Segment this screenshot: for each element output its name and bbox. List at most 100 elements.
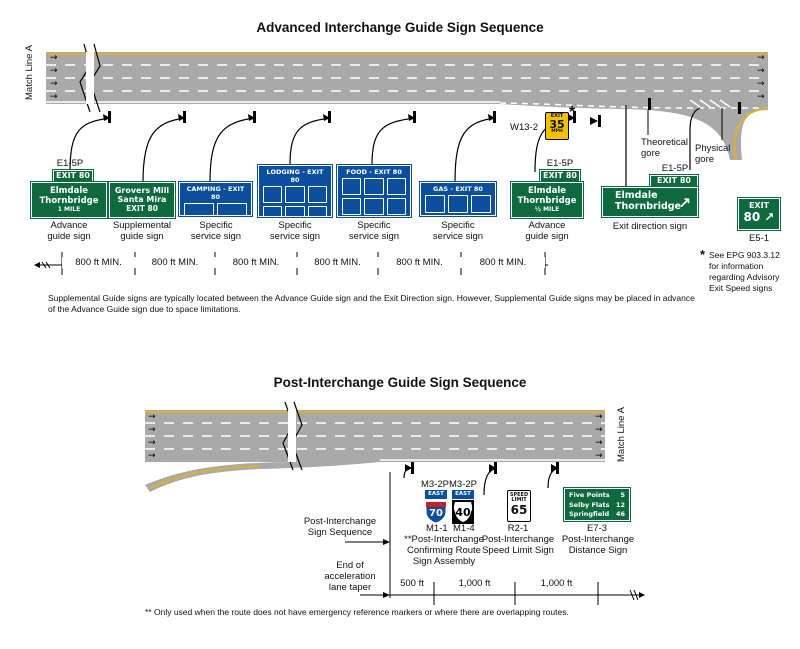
sign6-caption: Specific service sign	[420, 220, 496, 242]
distance-place: Springfield	[569, 510, 610, 518]
dim-label-2: 800 ft MIN.	[135, 257, 215, 268]
sign1-advance-guide: Elmdale Thornbridge 1 MILE	[30, 181, 108, 219]
svg-text:→: →	[757, 66, 765, 76]
physical-gore-label: Physical gore	[695, 143, 730, 165]
bottom-dim-2: 1,000 ft	[458, 578, 491, 589]
sign8-code: E1-5P	[661, 163, 689, 174]
sign1-caption-line2: guide sign	[47, 231, 91, 242]
w13-mph: MPH	[551, 129, 563, 134]
dim-label-5: 800 ft MIN.	[378, 257, 461, 268]
sign4-caption-line2: service sign	[269, 231, 321, 242]
dim-label-6: 800 ft MIN.	[461, 257, 545, 268]
star-note-line1: See EPG 903.3.12	[709, 250, 780, 260]
svg-text:→: →	[148, 412, 156, 422]
distance-miles: 5	[620, 491, 625, 499]
distance-caption: Post-Interchange Distance Sign	[550, 534, 646, 556]
physical-gore-line1: Physical	[695, 143, 731, 154]
distance-place: Selby Flats	[569, 500, 610, 509]
svg-text:→: →	[148, 425, 156, 435]
seq-label-line2: Sign Sequence	[307, 527, 373, 538]
confirm-caption-line2: Confirming Route	[407, 545, 481, 556]
logo-panel	[285, 186, 305, 203]
sign1-code: E1-5P	[56, 158, 84, 169]
us-route-number: 40	[455, 506, 471, 519]
svg-text:→: →	[595, 438, 603, 448]
diagonal-arrow-icon: ↗	[678, 194, 691, 212]
e73-code: E7-3	[586, 523, 608, 534]
sign7-line2: Thornbridge	[517, 196, 577, 206]
svg-text:→: →	[50, 66, 58, 76]
bottom-title: Post-Interchange Guide Sign Sequence	[273, 375, 527, 390]
bottom-dim-1: 500 ft	[400, 578, 424, 589]
sign2-line2: Santa Mira	[117, 195, 167, 204]
sign3-caption-line2: service sign	[190, 231, 242, 242]
taper-label: End of acceleration lane taper	[320, 560, 380, 593]
svg-text:→: →	[595, 451, 603, 461]
star-note-star: *	[700, 247, 706, 262]
theoretical-gore-line1: Theoretical	[641, 137, 688, 148]
distance-row: Five Points 5	[569, 491, 625, 501]
speed-value: 65	[510, 503, 528, 517]
speed-top: SPEED	[509, 492, 529, 498]
star-note-line4: Exit Speed signs	[709, 283, 773, 293]
m14-code: M1-4	[453, 523, 475, 534]
svg-text:→: →	[757, 79, 765, 89]
speed-caption-line1: Post-Interchange	[481, 534, 555, 545]
svg-text:→: →	[595, 412, 603, 422]
sign1-line1: Elmdale	[49, 186, 89, 196]
speed-limit-word: LIMIT	[511, 497, 527, 503]
svg-text:→: →	[757, 53, 765, 63]
star-note-line2: for information	[709, 261, 764, 271]
diagonal-arrow-icon: ↗	[760, 210, 775, 224]
sign5-caption-line2: service sign	[348, 231, 400, 242]
e51-exit-gore-sign: EXIT 80 ↗	[737, 197, 781, 231]
confirm-caption-line1: **Post-Interchange	[404, 534, 484, 545]
logo-panel	[217, 203, 247, 221]
star-note: See EPG 903.3.12 for information regardi…	[709, 250, 780, 294]
sign8-line1: Elmdale	[615, 190, 658, 201]
sign5-food-service: FOOD - EXIT 80	[336, 164, 412, 218]
logo-panel	[425, 195, 445, 213]
taper-label-line2: acceleration	[324, 571, 376, 582]
sign3-header: CAMPING - EXIT 80	[186, 185, 245, 201]
sign2-line3: EXIT 80	[126, 204, 158, 213]
taper-label-line3: lane taper	[328, 582, 372, 593]
distance-place: Five Points	[569, 491, 610, 499]
star-note-line3: regarding Advisory	[709, 272, 780, 282]
sign7-caption-line1: Advance	[528, 220, 566, 231]
logo-panel	[184, 203, 214, 221]
logo-panel	[364, 198, 384, 215]
m32p-code-b: M3-2P	[449, 479, 477, 490]
post-interchange-sequence-label: Post-Interchange Sign Sequence	[300, 516, 380, 538]
svg-text:→: →	[50, 53, 58, 63]
logo-panel	[342, 178, 362, 195]
interstate-number: 70	[429, 508, 443, 519]
sign1-exit-tab: EXIT 80	[52, 169, 94, 183]
distance-caption-line2: Distance Sign	[568, 545, 628, 556]
east-plaque-interstate: EAST	[425, 490, 447, 499]
sign1-line3: 1 MILE	[57, 206, 81, 213]
confirm-caption-line3: Sign Assembly	[412, 556, 476, 567]
distance-caption-line1: Post-Interchange	[561, 534, 635, 545]
sign5-header: FOOD - EXIT 80	[346, 168, 402, 176]
sign3-caption: Specific service sign	[178, 220, 254, 242]
logo-panel	[307, 206, 327, 223]
sign7-line1: Elmdale	[527, 186, 567, 196]
sign7-code: E1-5P	[546, 158, 574, 169]
speed-caption-line2: Speed Limit Sign	[482, 545, 554, 556]
svg-text:→: →	[50, 92, 58, 102]
logo-panel	[471, 195, 491, 213]
logo-panel	[263, 186, 283, 203]
svg-text:→: →	[595, 425, 603, 435]
sign7-advance-guide: Elmdale Thornbridge ½ MILE	[510, 181, 584, 219]
sign2-supplemental-guide: Grovers Mill Santa Mira EXIT 80	[108, 181, 176, 219]
sign1-line2: Thornbridge	[39, 196, 99, 206]
sign6-caption-line1: Specific	[441, 220, 475, 231]
confirming-route-caption: **Post-Interchange Confirming Route Sign…	[396, 534, 492, 567]
sign4-header: LODGING - EXIT 80	[266, 168, 324, 184]
svg-text:→: →	[148, 451, 156, 461]
bottom-match-line-label: Match Line A	[616, 407, 627, 462]
sign3-caption-line1: Specific	[199, 220, 233, 231]
